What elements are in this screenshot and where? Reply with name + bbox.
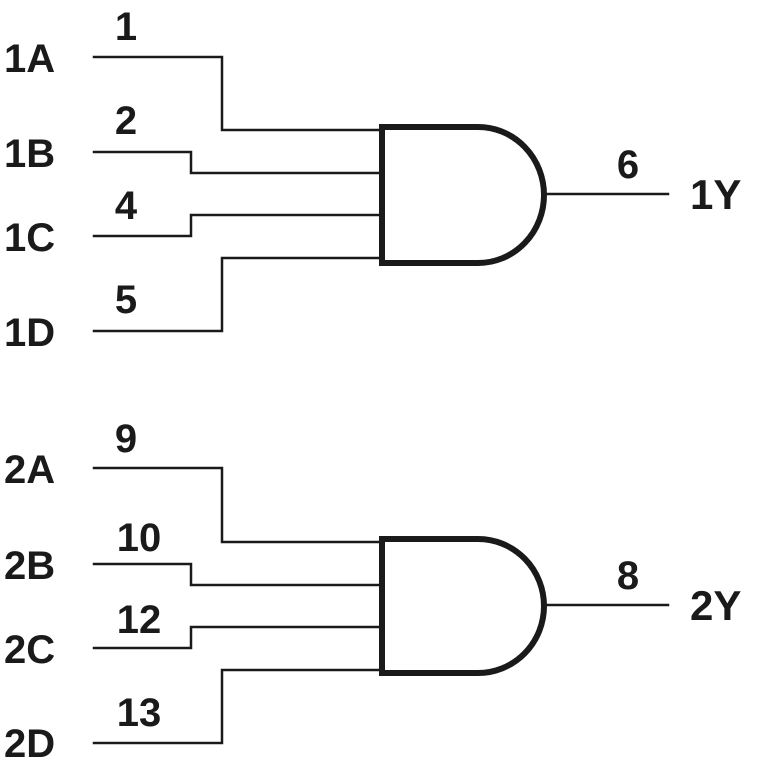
pin-number-10: 10 bbox=[117, 516, 162, 560]
pin-number-1: 1 bbox=[115, 5, 137, 49]
and-gate-1 bbox=[379, 124, 547, 266]
and-gate-1-group: 1A 1B 1C 1D 1 2 4 5 6 1Y bbox=[4, 5, 741, 355]
wire-2c bbox=[92, 625, 384, 650]
input-label-1d: 1D bbox=[4, 311, 55, 355]
input-label-2a: 2A bbox=[4, 448, 55, 492]
wire-1b bbox=[92, 150, 384, 175]
wire-2b bbox=[92, 562, 384, 587]
output-label-2y: 2Y bbox=[690, 582, 741, 629]
wire-2a bbox=[92, 466, 384, 544]
input-label-2c: 2C bbox=[4, 628, 55, 672]
pin-number-9: 9 bbox=[115, 417, 137, 461]
input-label-2d: 2D bbox=[4, 722, 55, 765]
wire-1c bbox=[92, 213, 384, 238]
wire-1a bbox=[92, 55, 384, 132]
pin-number-13: 13 bbox=[117, 691, 162, 735]
input-label-2b: 2B bbox=[4, 544, 55, 588]
pin-number-2: 2 bbox=[115, 99, 137, 143]
wire-1d bbox=[92, 256, 384, 333]
pin-number-8: 8 bbox=[617, 554, 639, 598]
input-label-1b: 1B bbox=[4, 132, 55, 176]
output-label-1y: 1Y bbox=[690, 171, 741, 218]
wire-2d bbox=[92, 668, 384, 745]
and-gate-2-group: 2A 2B 2C 2D 9 10 12 13 8 2Y bbox=[4, 417, 741, 765]
pin-number-5: 5 bbox=[115, 278, 137, 322]
pin-number-12: 12 bbox=[117, 598, 162, 642]
input-label-1a: 1A bbox=[4, 37, 55, 81]
pin-number-6: 6 bbox=[617, 143, 639, 187]
and-gate-2 bbox=[379, 536, 547, 676]
input-label-1c: 1C bbox=[4, 216, 55, 260]
pin-number-4: 4 bbox=[115, 184, 138, 228]
